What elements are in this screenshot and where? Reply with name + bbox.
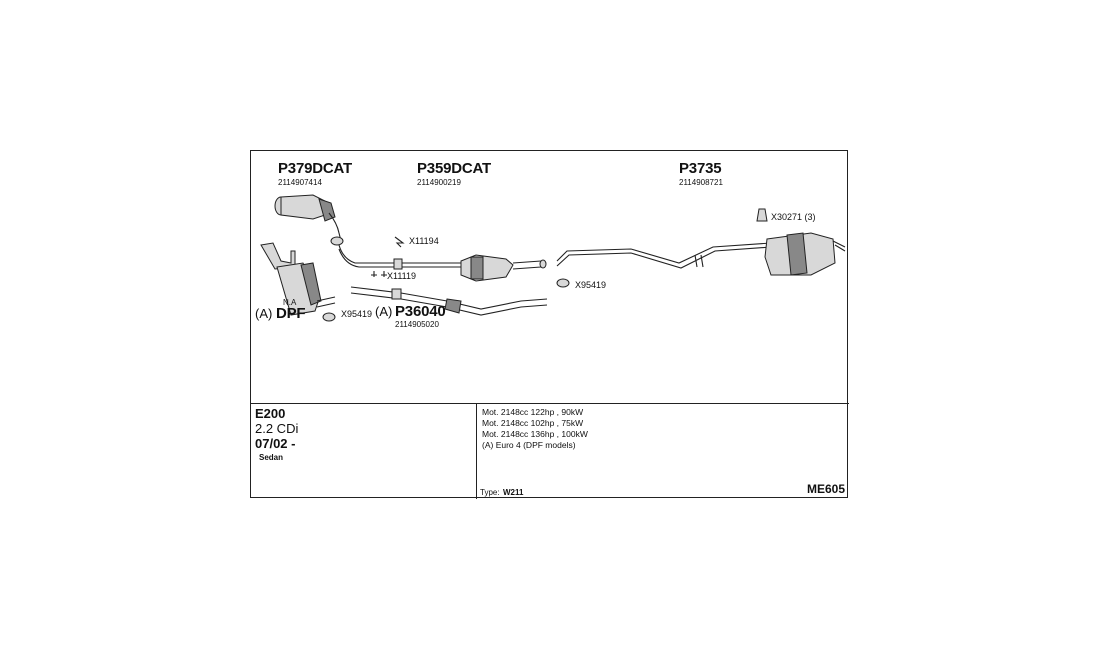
dpf-drawing (260, 242, 336, 316)
oem-number-p36040: 2114905020 (395, 320, 439, 329)
accessory-x11194[interactable]: X11194 (409, 236, 439, 246)
type-label: Type: (480, 488, 500, 497)
p379-catalyst-drawing (274, 194, 344, 246)
dpf-note: N.A (283, 298, 297, 307)
part-number-p3735[interactable]: P3735 (679, 160, 722, 177)
accessory-x11119[interactable]: X11119 (387, 271, 417, 281)
bolt-icon-x11119 (371, 271, 387, 277)
vehicle-date: 07/02 - (255, 436, 296, 451)
oem-number-p359: 2114900219 (417, 178, 461, 187)
diagram-code: ME605 (806, 482, 845, 496)
dpf-prefix: (A) (255, 306, 273, 321)
oem-number-p3735: 2114908721 (679, 178, 723, 187)
vehicle-engine: 2.2 CDi (255, 421, 299, 436)
mount-icon-x30271 (756, 208, 768, 222)
spec-line-3: Mot. 2148cc 136hp , 100kW (482, 429, 588, 439)
part-number-p379[interactable]: P379DCAT (278, 160, 352, 177)
p3735-rear-drawing (556, 232, 846, 276)
exhaust-drawing (260, 194, 846, 322)
oem-number-p379: 2114907414 (278, 178, 322, 187)
p36040-prefix: (A) (375, 304, 393, 319)
vehicle-model: E200 (255, 406, 286, 421)
front-pipe-drawing (338, 244, 461, 270)
diagram-area: P379DCAT 2114907414 P359DCAT 2114900219 … (251, 151, 849, 403)
hardware-icons (322, 208, 768, 322)
spec-line-4: (A) Euro 4 (DPF models) (482, 440, 576, 450)
exhaust-diagram-sheet: P379DCAT 2114907414 P359DCAT 2114900219 … (250, 150, 849, 499)
vehicle-body: Sedan (259, 453, 284, 462)
p359-catalyst-drawing (460, 254, 547, 282)
p36040-pipe-drawing (350, 286, 548, 316)
accessory-x30271[interactable]: X30271 (3) (771, 212, 816, 222)
spec-line-1: Mot. 2148cc 122hp , 90kW (482, 407, 584, 417)
vehicle-info-panel: E200 2.2 CDi 07/02 - Sedan Mot. 2148cc 1… (251, 403, 849, 499)
spec-line-2: Mot. 2148cc 102hp , 75kW (482, 418, 584, 428)
part-number-dpf[interactable]: DPF (276, 305, 306, 322)
accessory-x95419-right[interactable]: X95419 (575, 280, 607, 290)
accessory-x95419-left[interactable]: X95419 (341, 309, 373, 319)
clamp-icon-right (556, 278, 570, 288)
clamp-icon-left (322, 312, 336, 322)
bracket-icon-x11194 (394, 236, 405, 248)
part-number-p36040[interactable]: P36040 (395, 303, 446, 320)
footer-divider (476, 404, 477, 499)
type-value: W211 (503, 488, 524, 497)
part-number-p359[interactable]: P359DCAT (417, 160, 491, 177)
